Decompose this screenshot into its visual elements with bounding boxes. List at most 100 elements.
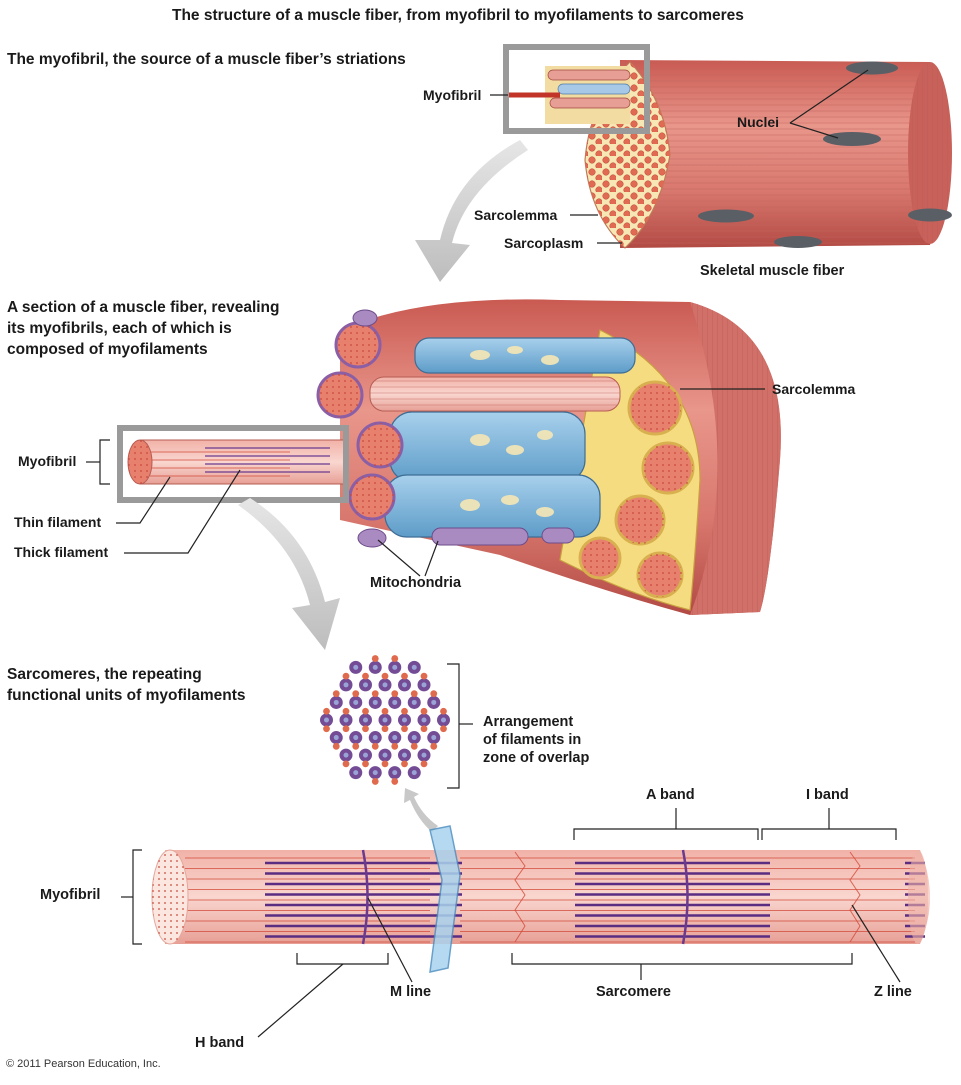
thick-filament-core	[353, 664, 359, 670]
thin-filament-dot	[362, 760, 369, 768]
label-m-line: M line	[390, 984, 432, 1000]
thin-filament-dot	[381, 760, 389, 768]
label-sarcolemma-top: Sarcolemma	[474, 207, 558, 223]
zoom-arrow-2	[238, 498, 340, 650]
thick-filament-core	[353, 735, 359, 741]
thick-filament-core	[402, 752, 407, 758]
thin-filament-dot	[323, 725, 330, 733]
thin-filament-dot	[362, 725, 369, 733]
thin-filament-dot	[352, 742, 360, 750]
thick-filament-core	[324, 717, 329, 723]
thick-filament-core	[402, 682, 407, 688]
thick-filament-core	[392, 770, 398, 776]
thin-filament-dot	[410, 690, 418, 698]
fiber-section-drawing	[117, 299, 781, 615]
label-sarcomere: Sarcomere	[596, 984, 671, 1000]
thin-filament-dot	[381, 672, 389, 680]
label-mitochondria: Mitochondria	[370, 575, 462, 591]
section-heading-bottom: Sarcomeres, the repeating functional uni…	[7, 666, 246, 704]
thin-filament-dot	[342, 725, 350, 733]
thin-filament-dot	[332, 742, 340, 750]
thin-filament-dot	[371, 742, 379, 750]
thick-filament-core	[372, 770, 378, 776]
thin-filament-dot	[440, 725, 447, 733]
thick-filament-core	[343, 752, 349, 758]
thick-filament-core	[382, 717, 388, 723]
label-z-line: Z line	[874, 984, 912, 1000]
myofibril-ends	[316, 321, 404, 521]
label-arrangement: Arrangement of filaments in zone of over…	[483, 714, 590, 766]
label-myofibril-middle: Myofibril	[18, 453, 77, 469]
thin-filament-dot	[420, 760, 428, 768]
thin-filament-dot	[391, 742, 399, 750]
protruding-myofibrils-top	[505, 69, 631, 109]
thin-filament-dot	[381, 725, 389, 733]
section-heading-middle: A section of a muscle fiber, revealing i…	[7, 299, 280, 358]
thin-filament-dot	[352, 690, 360, 698]
thick-filament-core	[411, 664, 417, 670]
thick-filament-core	[372, 735, 378, 741]
thick-filament-core	[372, 699, 378, 705]
label-myofibril-top: Myofibril	[423, 87, 482, 103]
thin-filament-dot	[362, 672, 369, 680]
thick-filament-core	[382, 682, 388, 688]
thick-filament-core	[372, 664, 378, 670]
thin-filament-dot	[381, 707, 389, 715]
thin-filament-dot	[332, 690, 340, 698]
extracted-myofibril	[127, 439, 346, 485]
thick-filament-core	[343, 717, 349, 723]
thick-filament-core	[431, 699, 437, 705]
sarcomere-myofibril-drawing	[151, 825, 930, 973]
thick-filament-core	[363, 752, 368, 758]
label-h-band: H band	[195, 1035, 245, 1051]
arrangement-arrow	[404, 788, 438, 832]
thick-filament-core	[363, 682, 368, 688]
thin-filament-dot	[371, 655, 379, 662]
thin-filament-dot	[323, 707, 330, 715]
zoom-frame-top	[503, 44, 650, 134]
label-thick-filament: Thick filament	[14, 544, 109, 560]
thick-filament-core	[431, 735, 437, 741]
thin-filament-dot	[362, 707, 369, 715]
thin-filament-dot	[371, 690, 379, 698]
thick-filament-core	[353, 699, 359, 705]
sarcoplasmic-reticulum	[384, 337, 636, 538]
thin-filament-dot	[391, 778, 399, 785]
section-heading-top: The myofibril, the source of a muscle fi…	[7, 51, 406, 68]
zoom-arrow-1	[415, 140, 528, 282]
thick-filament-core	[411, 699, 417, 705]
thick-filament-core	[402, 717, 407, 723]
thin-filament-dot	[420, 707, 428, 715]
zoom-frame-middle	[117, 425, 349, 503]
copyright: © 2011 Pearson Education, Inc.	[6, 1058, 161, 1070]
thick-filament-core	[333, 735, 339, 741]
myofibril-cross-sections	[578, 380, 695, 599]
thick-filament-core	[353, 770, 359, 776]
thick-filament-core	[343, 682, 349, 688]
thin-filament-dot	[391, 690, 399, 698]
thin-filament-dot	[401, 707, 408, 715]
thick-filament-core	[421, 752, 427, 758]
thick-filament-core	[333, 699, 339, 705]
thin-filament-dot	[420, 672, 428, 680]
filament-arrangement-drawing	[320, 655, 450, 785]
figure-title: The structure of a muscle fiber, from my…	[172, 7, 744, 24]
thin-filament-dot	[410, 742, 418, 750]
thin-filament-dot	[371, 778, 379, 785]
cross-section-plane	[429, 825, 461, 973]
nucleus-icons	[698, 61, 952, 248]
label-myofibril-bottom: Myofibril	[40, 887, 101, 903]
thick-filament-core	[411, 770, 417, 776]
thick-filament-core	[421, 717, 427, 723]
thick-filament-core	[363, 717, 368, 723]
thick-filament-core	[392, 699, 398, 705]
thin-filament-dot	[401, 760, 408, 768]
label-thin-filament: Thin filament	[14, 514, 102, 530]
thin-filament-dot	[440, 707, 447, 715]
thick-filament-core	[411, 735, 417, 741]
thick-filament-core	[392, 735, 398, 741]
label-i-band: I band	[806, 787, 849, 803]
thin-filament-dot	[430, 690, 438, 698]
